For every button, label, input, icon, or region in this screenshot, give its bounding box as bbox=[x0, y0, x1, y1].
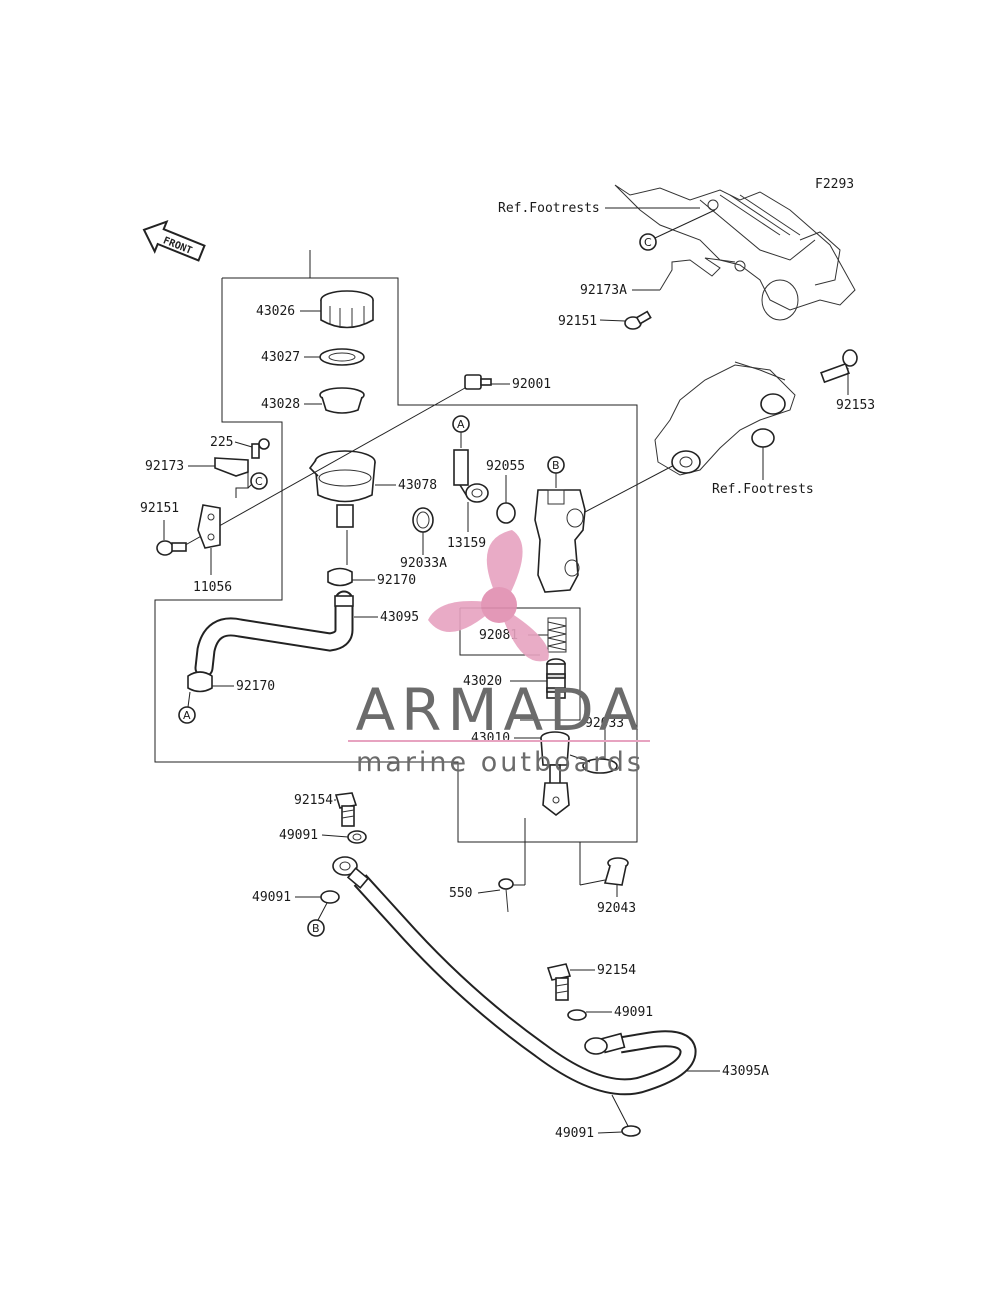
label-43095a: 43095A bbox=[722, 1064, 769, 1079]
callout-c-left-label: C bbox=[255, 475, 263, 488]
reservoir-cap-43026 bbox=[320, 290, 374, 329]
callout-c-right bbox=[639, 233, 657, 251]
label-92033a: 92033A bbox=[400, 556, 447, 571]
ref-footrests-right: Ref.Footrests bbox=[712, 482, 814, 497]
banjo-bolt-92154-top bbox=[334, 792, 358, 827]
master-cylinder-body bbox=[534, 489, 586, 593]
bolt-92153 bbox=[820, 349, 858, 384]
clip-92170-top bbox=[327, 567, 353, 587]
callout-c-right-label: C bbox=[644, 236, 652, 249]
label-43010: 43010 bbox=[471, 731, 510, 746]
label-92173: 92173 bbox=[145, 459, 184, 474]
label-49091-b: 49091 bbox=[252, 890, 291, 905]
banjo-bolt-92154-bottom bbox=[546, 963, 572, 1001]
bolt-92001 bbox=[464, 374, 492, 390]
callout-b-top-label: B bbox=[552, 459, 560, 472]
footrest-bracket-top bbox=[614, 184, 856, 321]
pin-92043 bbox=[603, 857, 629, 886]
circlip-92033a bbox=[412, 507, 434, 533]
washer-49091-d bbox=[621, 1125, 641, 1137]
label-49091-d: 49091 bbox=[555, 1126, 594, 1141]
footrest-pedal-right bbox=[654, 361, 796, 476]
hose-43095 bbox=[194, 590, 354, 678]
label-43078: 43078 bbox=[398, 478, 437, 493]
bolt-92151-left bbox=[156, 540, 187, 556]
spring-92081 bbox=[547, 617, 567, 653]
plate-43027 bbox=[319, 348, 365, 366]
callout-b-bottom bbox=[307, 919, 325, 937]
label-43026: 43026 bbox=[256, 304, 295, 319]
callout-c-left bbox=[250, 472, 268, 490]
label-225: 225 bbox=[210, 435, 233, 450]
label-43028: 43028 bbox=[261, 397, 300, 412]
callout-a-top-label: A bbox=[457, 418, 465, 431]
label-92151-right: 92151 bbox=[558, 314, 597, 329]
label-13159: 13159 bbox=[447, 536, 486, 551]
brand-tagline: marine outboards bbox=[356, 747, 644, 778]
label-550: 550 bbox=[449, 886, 472, 901]
piston-43020 bbox=[546, 658, 566, 699]
brake-hose-43095a bbox=[332, 856, 697, 1096]
label-92154-bottom: 92154 bbox=[597, 963, 636, 978]
bracket-92173 bbox=[214, 457, 249, 477]
label-92001: 92001 bbox=[512, 377, 551, 392]
cotter-pin-550 bbox=[498, 878, 514, 913]
clamp-11056 bbox=[197, 504, 221, 549]
ref-footrests-top: Ref.Footrests bbox=[498, 201, 600, 216]
label-49091-a: 49091 bbox=[279, 828, 318, 843]
label-43027: 43027 bbox=[261, 350, 300, 365]
brand-name: ARMADA bbox=[355, 676, 644, 744]
label-11056: 11056 bbox=[193, 580, 232, 595]
group-outlines bbox=[154, 250, 638, 885]
label-49091-c: 49091 bbox=[614, 1005, 653, 1020]
label-92043: 92043 bbox=[597, 901, 636, 916]
pushrod-43010 bbox=[540, 731, 570, 817]
bolt-92151-right bbox=[624, 310, 652, 330]
label-92151-left: 92151 bbox=[140, 501, 179, 516]
callout-a-bottom bbox=[178, 706, 196, 724]
label-92170-top: 92170 bbox=[377, 573, 416, 588]
label-92081: 92081 bbox=[479, 628, 518, 643]
label-43095: 43095 bbox=[380, 610, 419, 625]
front-arrow-icon: FRONT bbox=[142, 220, 206, 262]
armada-logo-icon bbox=[428, 530, 549, 662]
reservoir-43078 bbox=[308, 450, 376, 528]
label-92173a: 92173A bbox=[580, 283, 627, 298]
label-92033: 92033 bbox=[585, 716, 624, 731]
diagram-id: F2293 bbox=[815, 177, 854, 192]
diaphragm-43028 bbox=[319, 387, 365, 414]
clip-92170-bottom bbox=[187, 671, 213, 693]
label-92055: 92055 bbox=[486, 459, 525, 474]
washer-49091-a bbox=[347, 830, 367, 844]
label-92154-top: 92154 bbox=[294, 793, 333, 808]
screw-225 bbox=[251, 438, 270, 459]
callout-b-bottom-label: B bbox=[312, 922, 320, 935]
label-43020: 43020 bbox=[463, 674, 502, 689]
washer-49091-b bbox=[320, 890, 340, 904]
clip-92173a bbox=[659, 257, 736, 291]
circlip-92033 bbox=[582, 758, 618, 774]
label-92153: 92153 bbox=[836, 398, 875, 413]
fitting-13159 bbox=[453, 449, 489, 503]
label-92170-bottom: 92170 bbox=[236, 679, 275, 694]
washer-49091-c bbox=[567, 1009, 587, 1021]
oring-92055 bbox=[496, 502, 516, 524]
callout-a-bottom-label: A bbox=[183, 709, 191, 722]
